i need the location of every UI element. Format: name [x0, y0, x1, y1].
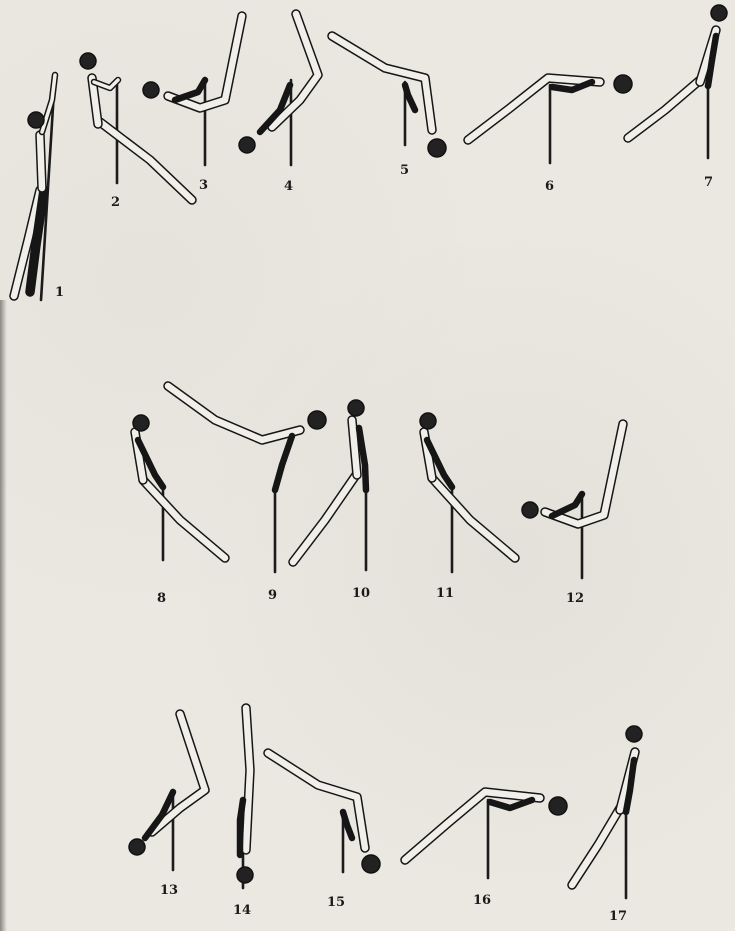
- figure-label-11: 11: [436, 586, 454, 601]
- figure-label-4: 4: [284, 179, 293, 194]
- figure-label-7: 7: [704, 175, 713, 190]
- figure-label-2: 2: [111, 195, 120, 210]
- figure-12: [522, 424, 623, 578]
- figure-14: [237, 708, 253, 888]
- figure-15: [268, 753, 380, 873]
- figure-10: [293, 400, 366, 570]
- figure-8: [133, 415, 225, 560]
- figure-label-15: 15: [327, 895, 345, 910]
- figure-label-8: 8: [157, 591, 166, 606]
- figure-13: [129, 714, 205, 870]
- figure-label-13: 13: [160, 883, 178, 898]
- figure-label-5: 5: [400, 163, 409, 178]
- figure-3: [143, 16, 242, 165]
- figure-label-3: 3: [199, 178, 208, 193]
- figure-label-12: 12: [566, 591, 584, 606]
- figure-16: [405, 792, 567, 878]
- figure-label-6: 6: [545, 179, 554, 194]
- figure-label-1: 1: [55, 285, 64, 300]
- figure-6: [468, 75, 632, 163]
- figure-17: [572, 726, 642, 898]
- figure-label-17: 17: [609, 909, 627, 924]
- figure-label-14: 14: [233, 903, 251, 918]
- figure-5: [332, 36, 446, 157]
- figure-label-16: 16: [473, 893, 491, 908]
- figure-4: [239, 14, 318, 165]
- figure-11: [420, 413, 515, 572]
- figure-1: [14, 75, 55, 300]
- figure-7: [628, 5, 727, 158]
- figure-label-10: 10: [352, 586, 370, 601]
- figure-label-9: 9: [268, 588, 277, 603]
- figure-2: [80, 53, 192, 200]
